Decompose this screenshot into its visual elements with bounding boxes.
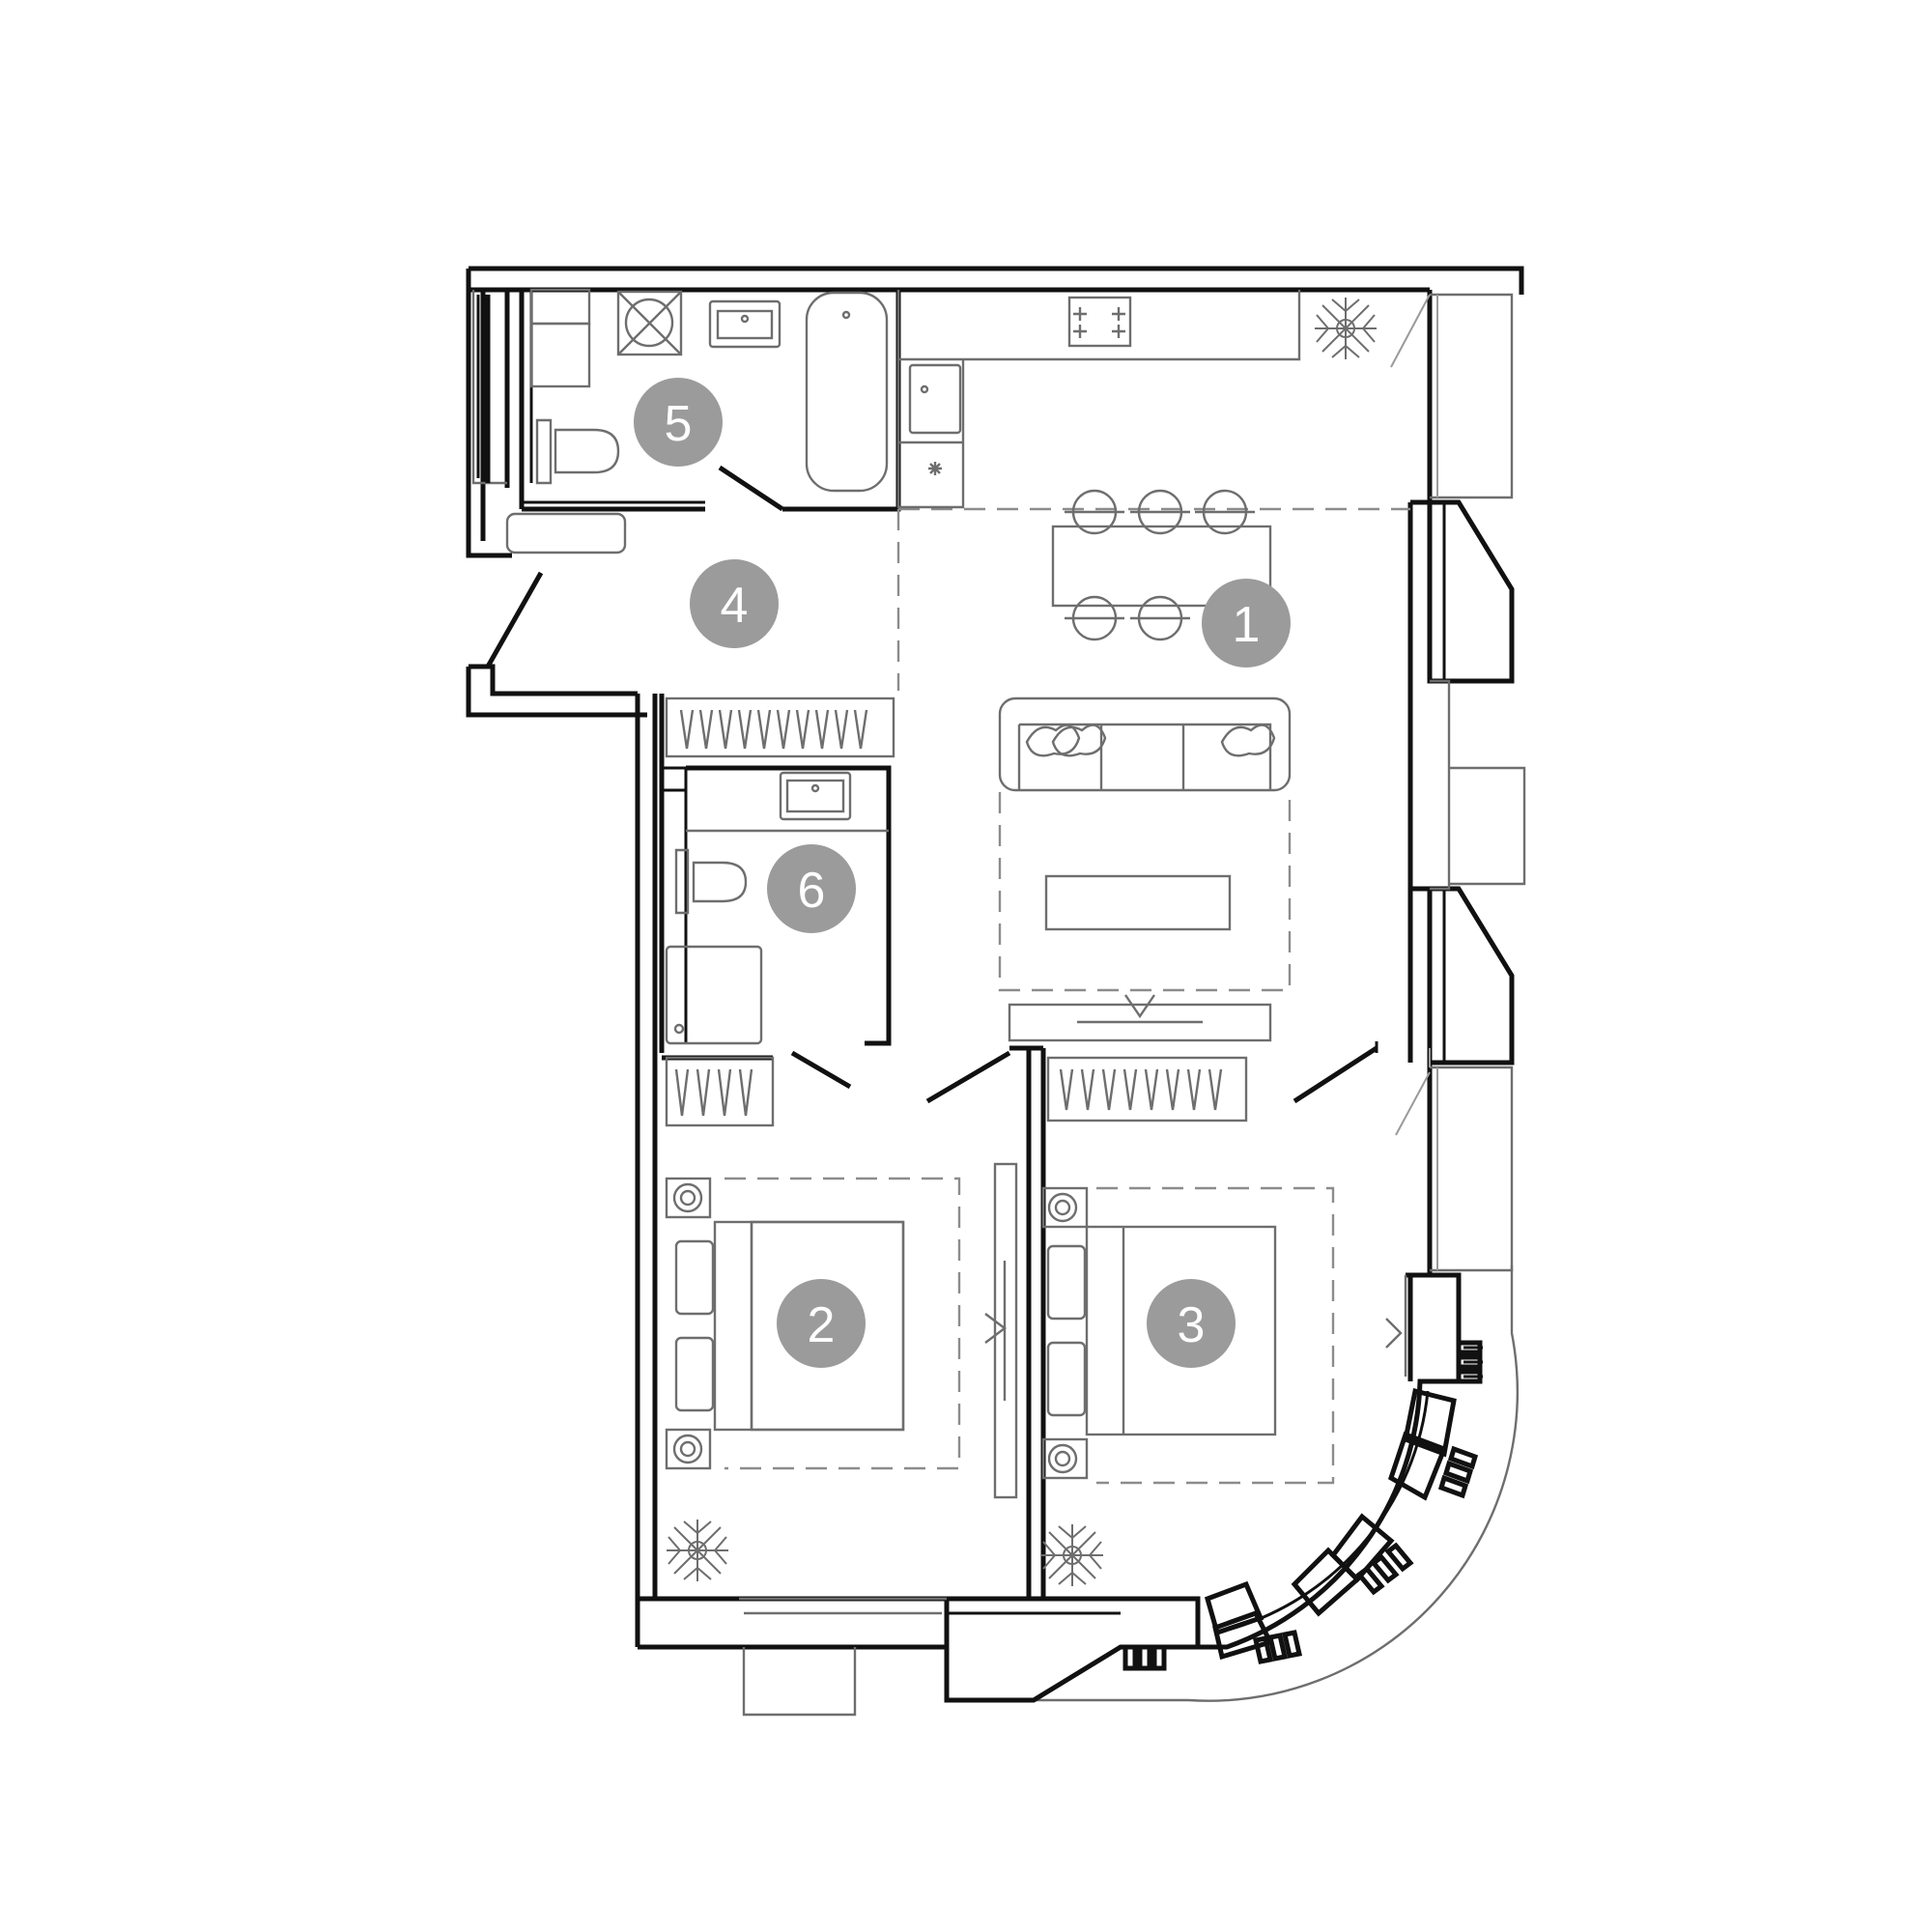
room-badge-6: 6 bbox=[767, 844, 856, 933]
bottom-balcony bbox=[739, 1596, 1201, 1717]
bath6-sink-icon bbox=[779, 771, 852, 821]
exterior-walls bbox=[466, 266, 1524, 1650]
tv-console bbox=[1008, 1003, 1272, 1042]
wardrobes bbox=[665, 696, 1248, 1127]
zone-dividers bbox=[724, 507, 1410, 1485]
curved-glazing bbox=[947, 1265, 1519, 1702]
interior-walls bbox=[519, 290, 1378, 1599]
room-badge-5: 5 bbox=[634, 378, 723, 467]
bathroom-6 bbox=[665, 771, 889, 1045]
bedroom-2-door bbox=[925, 1050, 1011, 1104]
plant-icon bbox=[1315, 298, 1377, 359]
room-number: 5 bbox=[665, 396, 693, 452]
room-number: 1 bbox=[1233, 597, 1261, 653]
cooktop-icon bbox=[1067, 296, 1132, 348]
bedroom-2-tv bbox=[993, 1162, 1018, 1499]
washing-machine-icon bbox=[616, 290, 683, 356]
bath-sink-icon bbox=[708, 299, 781, 349]
room-number: 2 bbox=[808, 1297, 836, 1353]
bed-3 bbox=[1085, 1225, 1277, 1436]
sofa bbox=[998, 696, 1292, 792]
doors bbox=[485, 294, 1431, 1136]
room-number: 6 bbox=[798, 863, 826, 919]
room-badge-1: 1 bbox=[1202, 579, 1291, 668]
bathtub-icon bbox=[805, 291, 889, 493]
bath6-toilet-icon bbox=[692, 861, 748, 903]
kitchen bbox=[896, 290, 1377, 641]
plant-icon bbox=[1041, 1524, 1103, 1586]
bathroom-6-door bbox=[790, 1050, 852, 1090]
plant-icon bbox=[667, 1520, 728, 1581]
coffee-table bbox=[1044, 874, 1232, 931]
bathroom-5-door bbox=[718, 465, 784, 512]
left-window bbox=[471, 290, 507, 485]
bathroom-5 bbox=[505, 288, 889, 554]
room-badge-4: 4 bbox=[690, 559, 779, 648]
dining-table bbox=[1051, 525, 1272, 608]
bedroom-3-door bbox=[1293, 1045, 1378, 1104]
room-number: 4 bbox=[721, 578, 749, 634]
bedroom-3 bbox=[1041, 1186, 1407, 1586]
bay-windows bbox=[1410, 293, 1526, 1272]
shower-icon bbox=[665, 945, 763, 1045]
toilet-icon bbox=[554, 428, 620, 474]
shoe-bench bbox=[505, 512, 627, 554]
room-badge-3: 3 bbox=[1147, 1279, 1236, 1368]
entry-door bbox=[485, 571, 544, 668]
kitchen-sink-icon bbox=[908, 363, 962, 435]
living-room bbox=[998, 696, 1292, 1042]
bedroom-2 bbox=[665, 1162, 1018, 1581]
room-number: 3 bbox=[1178, 1297, 1206, 1353]
room-badge-2: 2 bbox=[777, 1279, 866, 1368]
